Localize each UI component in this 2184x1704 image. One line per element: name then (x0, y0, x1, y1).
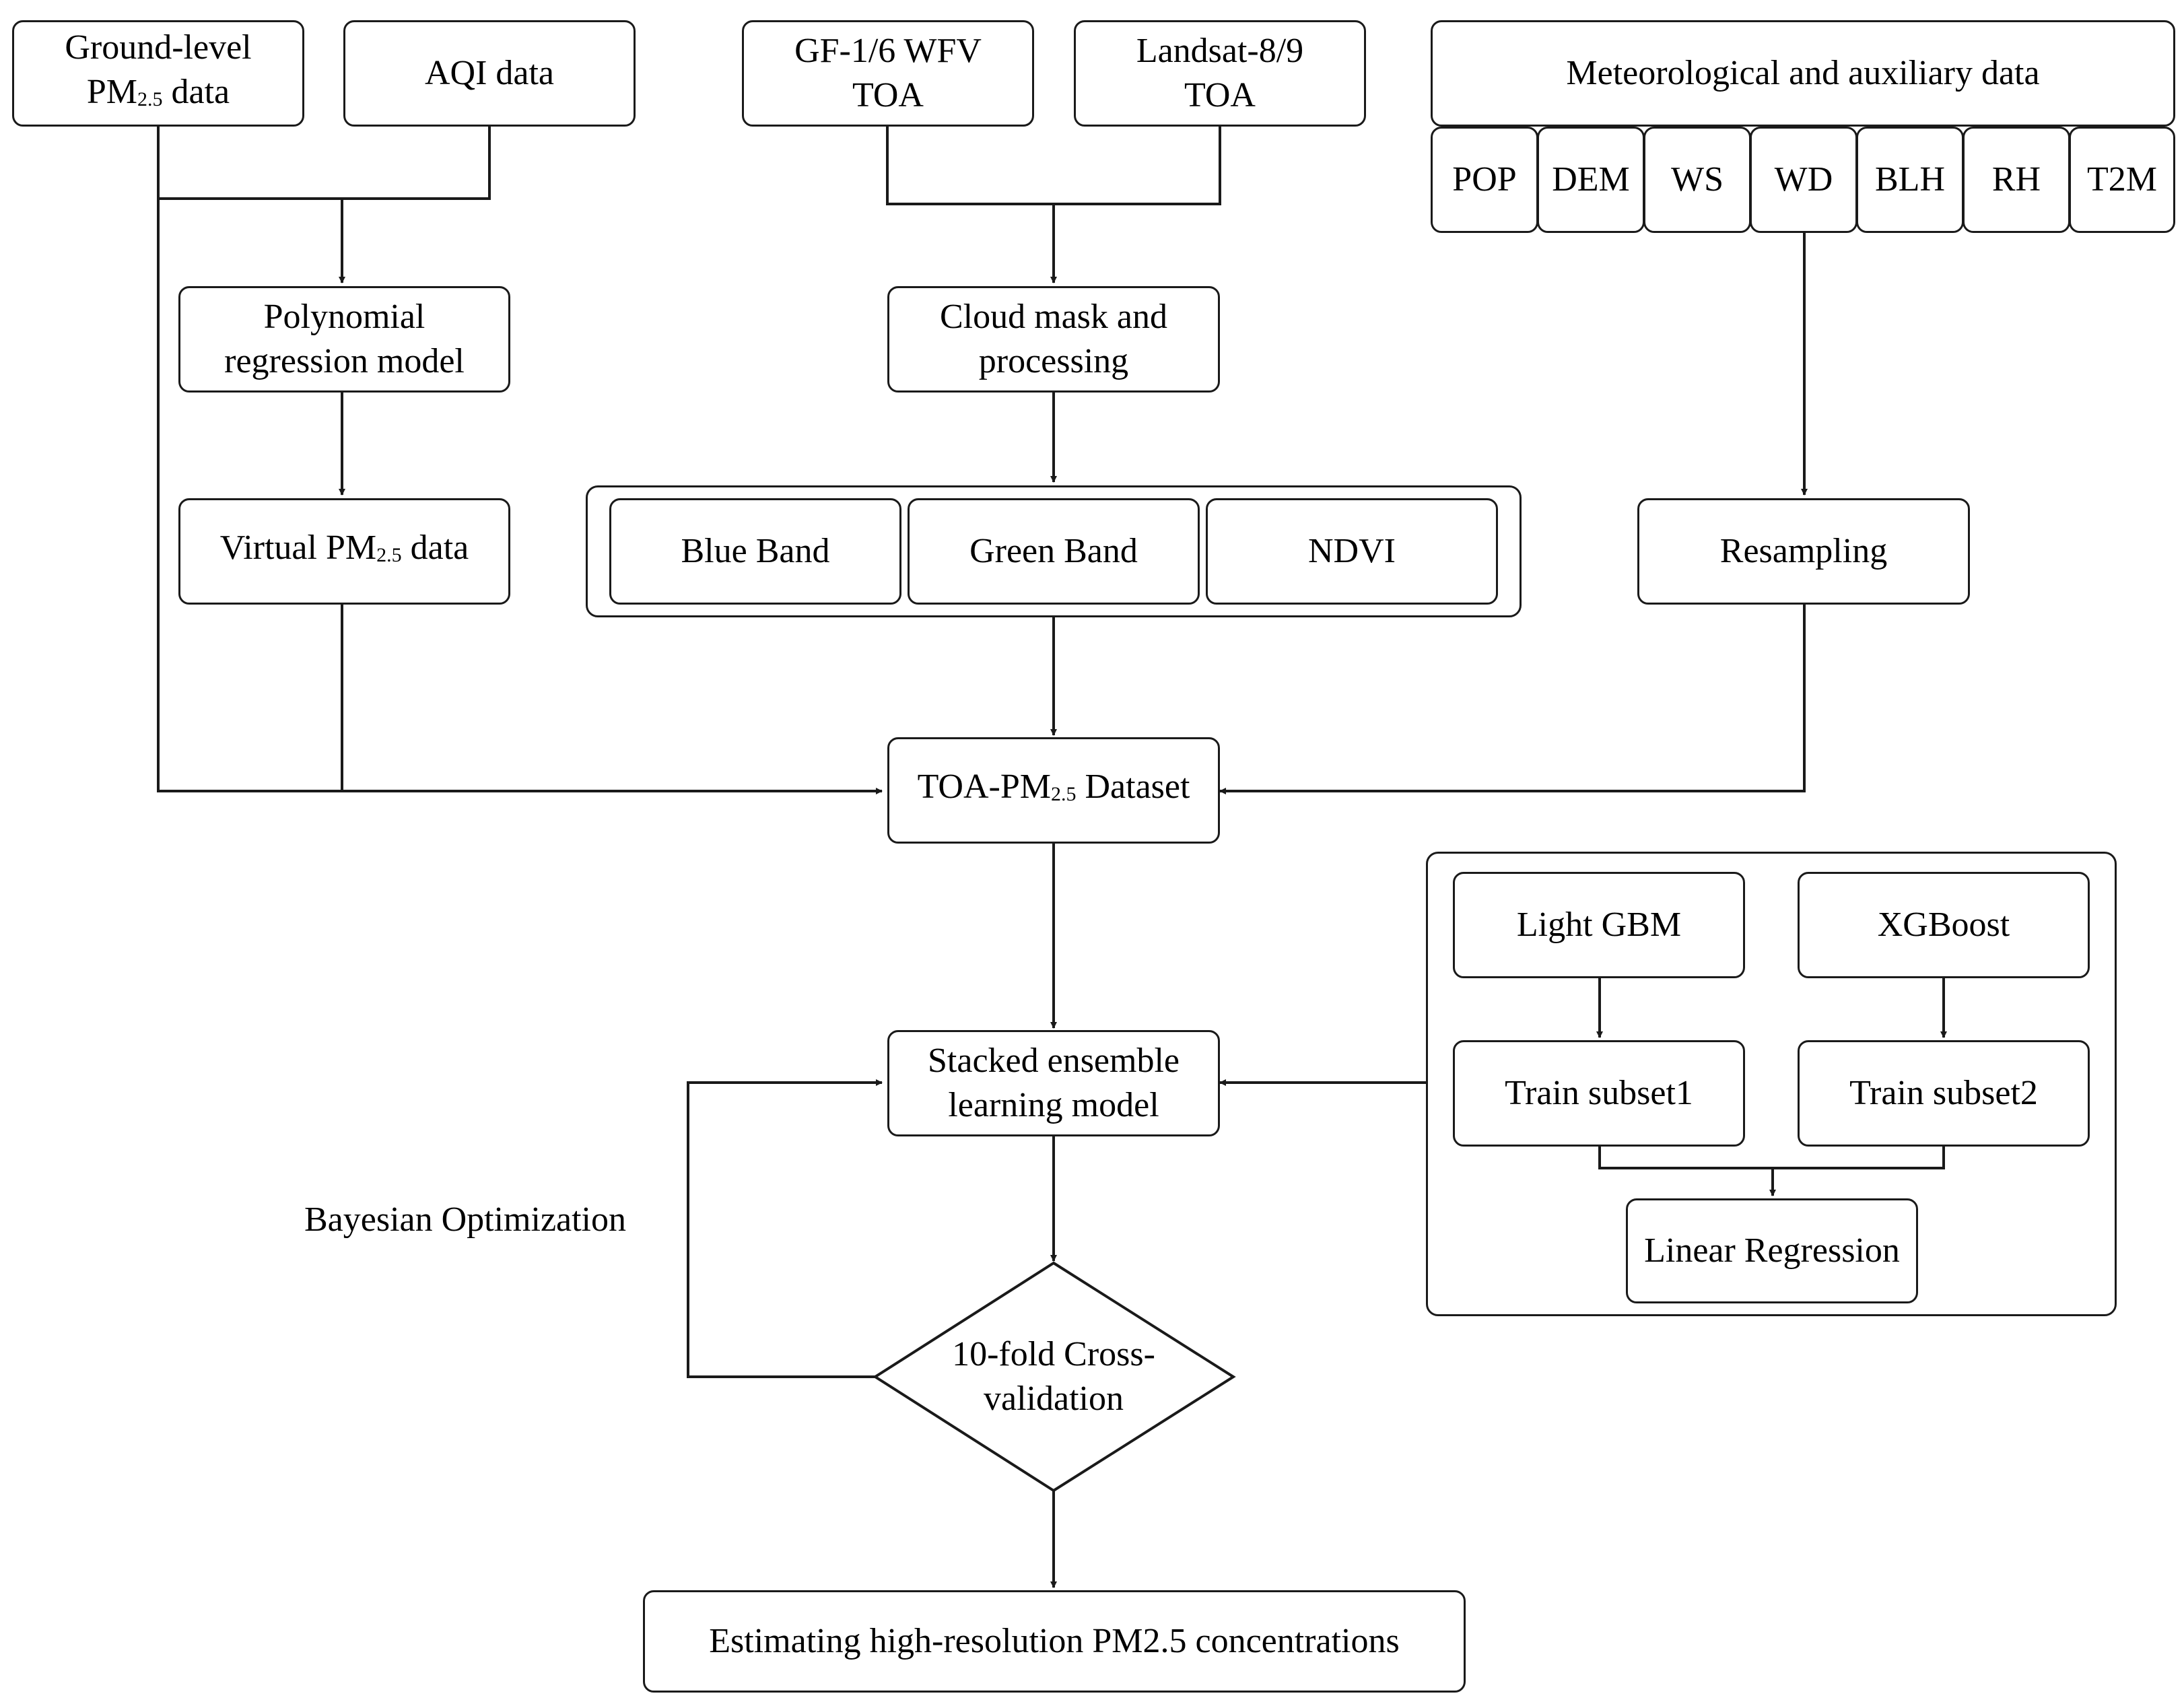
meteorological-title-box: Meteorological and auxiliary data (1431, 20, 2175, 127)
landsat-line1: Landsat-8/9 (1136, 32, 1304, 70)
landsat-toa-box: Landsat-8/9 TOA (1074, 20, 1366, 127)
meteorological-title: Meteorological and auxiliary data (1566, 54, 2040, 92)
cv-line2: validation (984, 1379, 1124, 1418)
gf-line2: TOA (852, 76, 924, 114)
dataset-label: TOA-PM2.5 Dataset (917, 767, 1190, 806)
meteo-var-rh: RH (1963, 127, 2070, 233)
meteo-var-dem: DEM (1537, 127, 1645, 233)
linear-regression-box: Linear Regression (1626, 1198, 1918, 1303)
virtual-pm25-box: Virtual PM2.5 data (178, 498, 510, 605)
cloud-line1: Cloud mask and (940, 298, 1167, 336)
blue-band-box: Blue Band (609, 498, 901, 605)
toa-pm25-dataset-box: TOA-PM2.5 Dataset (887, 737, 1220, 844)
train-subset2-box: Train subset2 (1798, 1040, 2090, 1147)
stacked-line2: learning model (948, 1086, 1159, 1124)
ground-level-line1: Ground-level (65, 28, 252, 67)
connector-aqi-merge (158, 125, 491, 200)
meteo-var-t2m: T2M (2069, 127, 2175, 233)
output-label: Estimating high-resolution PM2.5 concent… (709, 1622, 1400, 1660)
arrow-bayesian-loop (687, 1079, 883, 1378)
landsat-line2: TOA (1184, 76, 1256, 114)
meteo-var-wd: WD (1750, 127, 1857, 233)
poly-line2: regression model (224, 342, 465, 380)
green-band-box: Green Band (908, 498, 1200, 605)
meteo-var-blh: BLH (1856, 127, 1964, 233)
meteo-var-pop: POP (1431, 127, 1538, 233)
meteo-var-ws: WS (1643, 127, 1751, 233)
cloud-line2: processing (978, 342, 1129, 380)
stacked-line1: Stacked ensemble (928, 1042, 1180, 1080)
poly-line1: Polynomial (263, 298, 425, 336)
aqi-data-box: AQI data (343, 20, 636, 127)
connector-gf-down (886, 125, 1221, 205)
xgboost-box: XGBoost (1798, 872, 2090, 978)
ndvi-box: NDVI (1206, 498, 1498, 605)
arrow-resampling-to-dataset (1219, 605, 1806, 794)
bands-group-frame (586, 485, 1522, 617)
gf-wfv-toa-box: GF-1/6 WFV TOA (742, 20, 1034, 127)
gf-line1: GF-1/6 WFV (794, 32, 982, 70)
aqi-label: AQI data (424, 54, 555, 92)
lightgbm-box: Light GBM (1453, 872, 1745, 978)
virtual-pm25-label: Virtual PM2.5 data (219, 528, 469, 567)
ensemble-panel-frame (1426, 852, 2117, 1316)
output-estimation-box: Estimating high-resolution PM2.5 concent… (643, 1590, 1466, 1693)
connector-ground-to-dataset (157, 199, 883, 794)
cv-diamond (873, 1261, 1236, 1493)
ground-level-line2: PM2.5 data (86, 72, 230, 111)
cv-diamond-text: 10-fold Cross- validation (922, 1323, 1185, 1431)
train-subset1-box: Train subset1 (1453, 1040, 1745, 1147)
resampling-box: Resampling (1637, 498, 1970, 605)
polynomial-regression-box: Polynomial regression model (178, 286, 510, 393)
stacked-ensemble-box: Stacked ensemble learning model (887, 1030, 1220, 1136)
ground-level-pm25-box: Ground-level PM2.5 data (12, 20, 304, 127)
cv-line1: 10-fold Cross- (952, 1335, 1155, 1373)
cloud-mask-box: Cloud mask and processing (887, 286, 1220, 393)
bayesian-optimization-label: Bayesian Optimization (304, 1200, 627, 1239)
